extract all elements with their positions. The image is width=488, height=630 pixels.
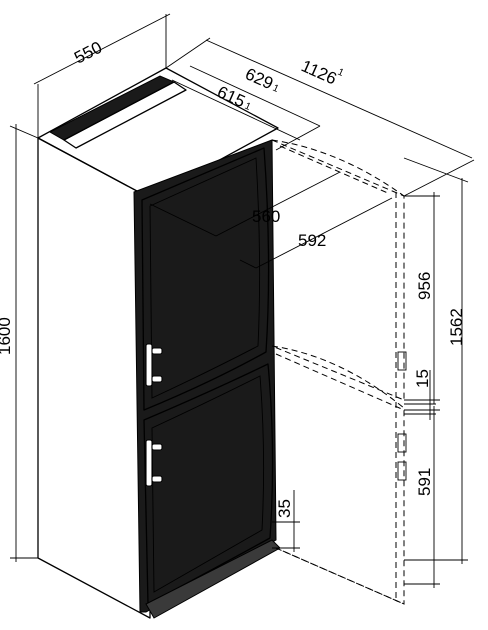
lower-handle-bracket-bottom [151, 475, 163, 483]
lower-door [143, 363, 274, 605]
dimension-lines [9, 13, 475, 588]
lower-door-open-base [275, 547, 405, 605]
upper-hinge [397, 351, 407, 371]
upper-door-open-inner [279, 145, 391, 195]
label-height-1600: 1600 [0, 317, 14, 355]
label-depth-629-sup: 1 [271, 83, 281, 95]
top-vent-strip [48, 75, 176, 141]
label-niche-560: 560 [252, 207, 280, 226]
upper-door-arc [271, 139, 405, 197]
upper-door-open-outline [271, 139, 405, 401]
upper-door-inner-edge [149, 157, 261, 399]
label-door-592: 592 [298, 231, 326, 250]
label-plinth-35: 35 [275, 499, 294, 518]
upper-door-handle [145, 343, 153, 387]
lower-door-inner-edge [151, 375, 265, 593]
lower-hinge [397, 461, 407, 481]
top-vent-edge [63, 81, 187, 149]
label-fridge-956: 956 [415, 272, 434, 300]
label-depth-1126-sup: 1 [336, 67, 346, 79]
middle-hinge [397, 433, 407, 453]
lower-door-panel [143, 363, 274, 605]
lower-door-arc [271, 345, 405, 409]
upper-door [141, 147, 270, 411]
fridge-body [37, 67, 279, 619]
label-depth-615: 615 [214, 82, 248, 111]
label-gap-15: 15 [413, 369, 432, 388]
lower-handle-bracket-top [151, 443, 163, 451]
upper-handle-bracket-top [151, 347, 163, 355]
lower-door-handle [145, 439, 153, 487]
door-swing-outlines [271, 139, 407, 605]
lower-door-open-outline [275, 353, 405, 605]
label-overall-1562: 1562 [447, 308, 466, 346]
upper-handle-bracket-bottom [151, 375, 163, 383]
label-width-550: 550 [71, 38, 105, 68]
side-panel [37, 137, 151, 619]
upper-door-panel [141, 147, 270, 411]
label-depth-615-sup: 1 [243, 101, 253, 113]
label-freezer-591: 591 [415, 468, 434, 496]
